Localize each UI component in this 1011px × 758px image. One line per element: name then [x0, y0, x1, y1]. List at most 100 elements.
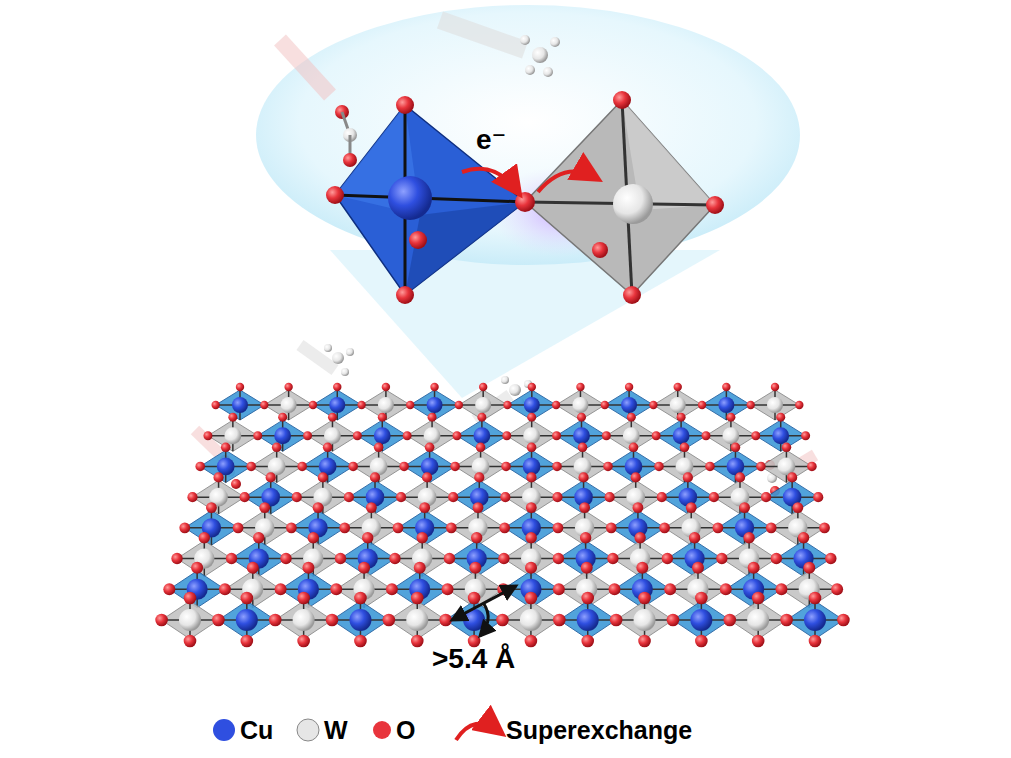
o-atom	[471, 532, 482, 543]
w-octahedron	[395, 541, 449, 577]
o-atom	[179, 522, 190, 533]
o-atom	[430, 383, 438, 391]
o-atom	[297, 462, 307, 472]
o-atom	[206, 502, 217, 513]
o-atom	[787, 472, 797, 482]
o-atom	[195, 462, 205, 472]
w-octahedron	[308, 420, 358, 451]
o-atom	[473, 502, 484, 513]
o-atom	[278, 413, 287, 422]
o-atom	[323, 442, 333, 452]
w-octahedron	[616, 601, 673, 639]
cu-atom	[232, 397, 248, 413]
o-atom	[292, 492, 302, 502]
o-atom	[525, 532, 536, 543]
lattice	[155, 383, 849, 648]
o-atom	[683, 472, 693, 482]
o-atom	[576, 383, 584, 391]
o-atom	[553, 583, 565, 595]
o-atom	[605, 492, 615, 502]
o-atom	[525, 592, 538, 605]
o-atom	[499, 522, 510, 533]
o-atom	[474, 472, 484, 482]
o-atom	[698, 401, 706, 409]
o-atom	[246, 462, 256, 472]
o-atom	[411, 635, 424, 648]
cu-octahedron	[398, 511, 451, 546]
o-atom	[503, 401, 511, 409]
legend-swatch	[297, 719, 319, 741]
cu-atom	[690, 609, 712, 631]
o-atom	[236, 383, 244, 391]
o-atom	[348, 462, 358, 472]
cu-octahedron	[611, 511, 664, 546]
cu-octahedron	[404, 450, 455, 482]
w-octahedron	[251, 450, 302, 482]
o-atom	[689, 532, 700, 543]
cu-octahedron	[608, 450, 659, 482]
o-atom	[442, 583, 454, 595]
w-atom	[370, 458, 388, 476]
cu-atom	[274, 427, 291, 444]
o-atom	[735, 472, 745, 482]
cu-octahedron	[332, 601, 389, 639]
o-atom	[525, 635, 538, 648]
o-atom	[228, 413, 237, 422]
cu-atom	[772, 427, 789, 444]
o-atom	[240, 492, 250, 502]
o-atom	[477, 413, 486, 422]
o-atom	[649, 401, 657, 409]
cu-octahedron	[449, 541, 503, 577]
w-octahedron	[504, 541, 558, 577]
o-atom	[354, 635, 367, 648]
w-octahedron	[706, 420, 756, 451]
cu-atom	[349, 609, 371, 631]
cu-octahedron	[766, 480, 818, 513]
o-atom	[752, 635, 765, 648]
o-atom	[403, 431, 412, 440]
o-atom	[809, 592, 822, 605]
w-octahedron	[177, 541, 231, 577]
o-atom	[634, 532, 645, 543]
w-atom	[179, 609, 201, 631]
o-atom	[578, 442, 588, 452]
o-atom	[527, 442, 537, 452]
o-atom	[425, 442, 435, 452]
o-atom	[751, 431, 760, 440]
w-octahedron	[659, 450, 710, 482]
cu-octahedron	[756, 420, 806, 451]
w-octahedron	[714, 480, 766, 513]
distance-label: >5.4 Å	[432, 645, 515, 673]
o-atom	[411, 592, 424, 605]
electron-label: e⁻	[476, 126, 506, 154]
o-atom	[439, 614, 452, 627]
cu-octahedron	[559, 601, 616, 639]
o-atom	[455, 401, 463, 409]
o-atom	[780, 614, 793, 627]
cu-atom	[804, 609, 826, 631]
o-atom	[498, 553, 509, 564]
o-atom	[580, 532, 591, 543]
cu-octahedron	[506, 450, 557, 482]
w-octahedron	[781, 571, 837, 608]
o-atom	[469, 562, 481, 574]
o-atom	[638, 592, 651, 605]
o-atom	[253, 532, 264, 543]
w-octahedron	[771, 511, 824, 546]
legend-text: W	[324, 718, 348, 743]
legend-text: Cu	[240, 718, 273, 743]
o-atom	[601, 401, 609, 409]
o-atom	[610, 614, 623, 627]
o-atom	[260, 401, 268, 409]
o-atom	[374, 442, 384, 452]
w-octahedron	[225, 571, 281, 608]
o-atom	[284, 383, 292, 391]
o-atom	[226, 553, 237, 564]
w-octahedron	[193, 480, 245, 513]
cu-octahedron	[505, 511, 558, 546]
cu-octahedron	[200, 450, 251, 482]
o-atom	[468, 592, 481, 605]
w-octahedron	[286, 541, 340, 577]
w-octahedron	[665, 511, 718, 546]
o-atom	[269, 614, 282, 627]
